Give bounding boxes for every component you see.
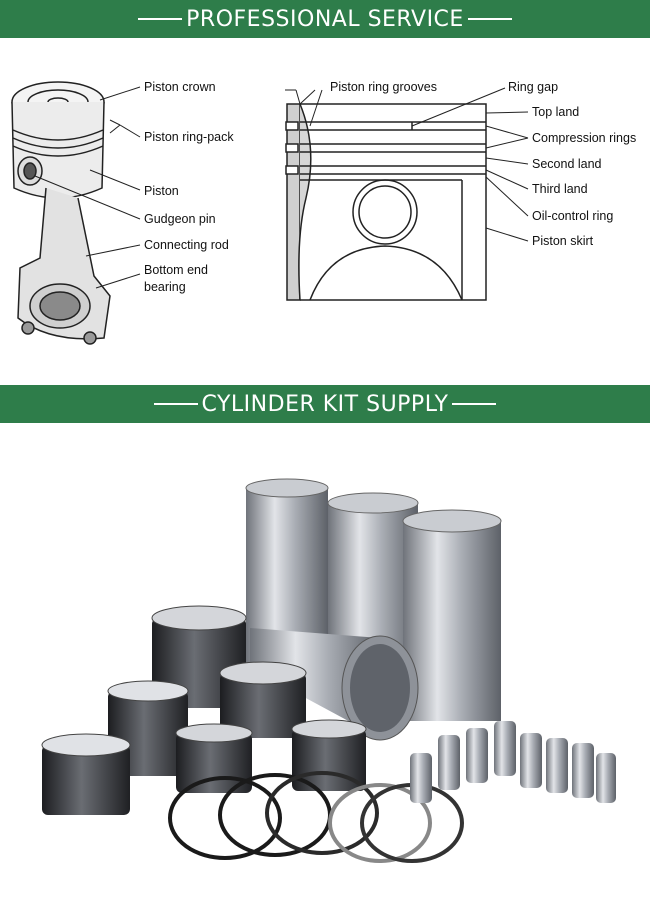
left-leader-lines <box>34 86 141 289</box>
center-leader-lines <box>285 89 323 127</box>
banner-left-rule <box>138 18 183 20</box>
banner-right-rule <box>467 18 512 20</box>
cylinder-kit-photo <box>41 478 616 863</box>
gudgeon-pins <box>410 721 616 803</box>
piston-cross-section <box>285 103 487 301</box>
label-piston-ring-pack: Piston ring-pack <box>144 130 234 144</box>
cylinder-liner-lying <box>250 628 419 741</box>
banner-left-rule <box>153 403 198 405</box>
piston-diagram: Piston crown Piston ring-pack Piston Gud… <box>11 80 636 345</box>
piston-rings <box>168 771 464 863</box>
cylinder-liner <box>402 509 502 721</box>
banner-right-rule <box>452 403 497 405</box>
label-gudgeon-pin: Gudgeon pin <box>144 212 216 226</box>
cylinder-kit-supply-banner: CYLINDER KIT SUPPLY <box>0 385 650 423</box>
label-ring-gap: Ring gap <box>508 80 558 94</box>
piston-assembly-drawing <box>11 81 111 345</box>
label-third-land: Third land <box>532 182 588 196</box>
piston <box>41 733 131 815</box>
right-leader-lines <box>411 87 529 242</box>
professional-service-banner: PROFESSIONAL SERVICE <box>0 0 650 38</box>
banner-title: CYLINDER KIT SUPPLY <box>201 391 449 417</box>
label-connecting-rod: Connecting rod <box>144 238 229 252</box>
label-piston-skirt: Piston skirt <box>532 234 594 248</box>
piston <box>219 661 307 738</box>
label-top-land: Top land <box>532 105 579 119</box>
label-bottom-end: Bottom end <box>144 263 208 277</box>
label-second-land: Second land <box>532 157 602 171</box>
label-piston: Piston <box>144 184 179 198</box>
label-piston-crown: Piston crown <box>144 80 216 94</box>
label-oil-control-ring: Oil-control ring <box>532 209 613 223</box>
banner-title: PROFESSIONAL SERVICE <box>186 6 464 32</box>
label-piston-ring-grooves: Piston ring grooves <box>330 80 437 94</box>
label-compression-rings: Compression rings <box>532 131 636 145</box>
label-bearing: bearing <box>144 280 186 294</box>
